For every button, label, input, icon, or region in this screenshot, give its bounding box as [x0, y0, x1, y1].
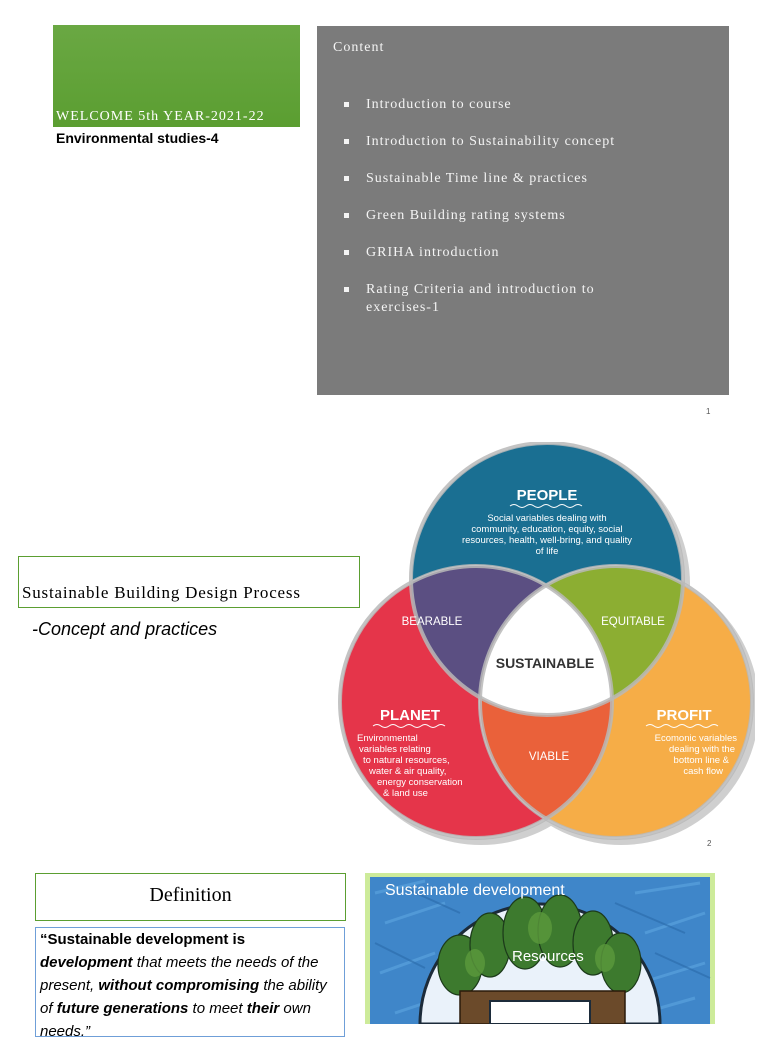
bullet-icon	[344, 176, 349, 181]
quote-segment: without compromising	[98, 977, 260, 994]
planet-desc-line: energy conservation	[377, 777, 463, 788]
profit-desc-line: bottom line &	[674, 755, 730, 766]
wave-icon	[372, 724, 446, 728]
people-title: PEOPLE	[517, 487, 578, 504]
page-number: 1	[706, 407, 711, 416]
bullet-icon	[344, 102, 349, 107]
content-item: Introduction to Sustainability concept	[340, 133, 690, 151]
content-item-label-cont: exercises-1	[366, 300, 440, 315]
content-item-label: Introduction to Sustainability concept	[366, 134, 616, 149]
resources-label: Resources	[512, 948, 584, 965]
quote-segment: development	[40, 954, 133, 971]
people-desc-line: community, education, equity, social	[471, 524, 622, 535]
content-item: Rating Criteria and introduction to exerc…	[340, 281, 690, 317]
quote-segment: future generations	[56, 1000, 189, 1017]
course-title: Environmental studies-4	[56, 130, 219, 146]
sustainability-venn-diagram: PEOPLE Social variables dealing with com…	[338, 442, 755, 845]
definition-title: Definition	[149, 884, 232, 906]
page-number: 2	[707, 839, 712, 848]
bullet-icon	[344, 213, 349, 218]
content-item: GRIHA introduction	[340, 244, 690, 262]
bearable-label: BEARABLE	[402, 616, 463, 628]
planet-desc-line: to natural resources,	[363, 755, 450, 766]
bullet-icon	[344, 287, 349, 292]
bullet-icon	[344, 139, 349, 144]
slide-subtitle: -Concept and practices	[32, 619, 218, 639]
viable-label: VIABLE	[529, 751, 570, 763]
quote-segment: that meets the needs of the present,	[40, 954, 319, 994]
profit-title: PROFIT	[657, 707, 712, 724]
quote-segment: “Sustainable development is	[40, 931, 246, 948]
content-item-label: GRIHA introduction	[366, 245, 500, 260]
wave-icon	[645, 724, 719, 728]
content-item-label: Introduction to course	[366, 97, 512, 112]
illustration-caption: Sustainable development	[385, 882, 565, 899]
quote-segment: to meet	[188, 1000, 247, 1017]
quote-segment: their	[246, 1000, 280, 1017]
content-item: Introduction to course	[340, 96, 690, 114]
content-heading: Content	[333, 40, 385, 55]
wave-icon	[509, 504, 583, 508]
content-item-label: Sustainable Time line & practices	[366, 171, 588, 186]
content-panel	[317, 26, 729, 395]
quote-segment: the ability of	[40, 977, 327, 1017]
content-item-label: Rating Criteria and introduction to	[366, 282, 595, 297]
sustainable-label: SUSTAINABLE	[496, 655, 595, 671]
planet-title: PLANET	[380, 707, 440, 724]
content-item-label: Green Building rating systems	[366, 208, 566, 223]
content-item: Green Building rating systems	[340, 207, 690, 225]
people-desc-line: resources, health, well-bring, and quali…	[462, 535, 632, 546]
profit-desc-line: dealing with the	[669, 744, 735, 755]
content-list: Introduction to course Introduction to S…	[340, 96, 690, 336]
slide-title: Sustainable Building Design Process	[22, 583, 301, 602]
people-desc-line: Social variables dealing with	[487, 513, 606, 524]
title-frame	[18, 556, 360, 608]
bullet-icon	[344, 250, 349, 255]
welcome-text: WELCOME 5th YEAR-2021-22	[56, 109, 265, 124]
people-desc-line: of life	[536, 546, 559, 557]
equitable-label: EQUITABLE	[601, 616, 665, 628]
definition-quote: “Sustainable development is development …	[40, 928, 340, 1043]
content-item: Sustainable Time line & practices	[340, 170, 690, 188]
planet-desc-line: variables relating	[359, 744, 431, 755]
welcome-banner	[53, 25, 300, 127]
definition-frame	[35, 873, 346, 921]
planet-desc-line: water & air quality,	[368, 766, 446, 777]
sustainable-center	[480, 566, 612, 715]
planet-desc-line: Environmental	[357, 733, 418, 744]
sustainable-development-illustration	[365, 873, 715, 1024]
profit-desc-line: Ecomonic variables	[655, 733, 738, 744]
planet-desc-line: & land use	[383, 788, 428, 799]
profit-desc-line: cash flow	[683, 766, 723, 777]
